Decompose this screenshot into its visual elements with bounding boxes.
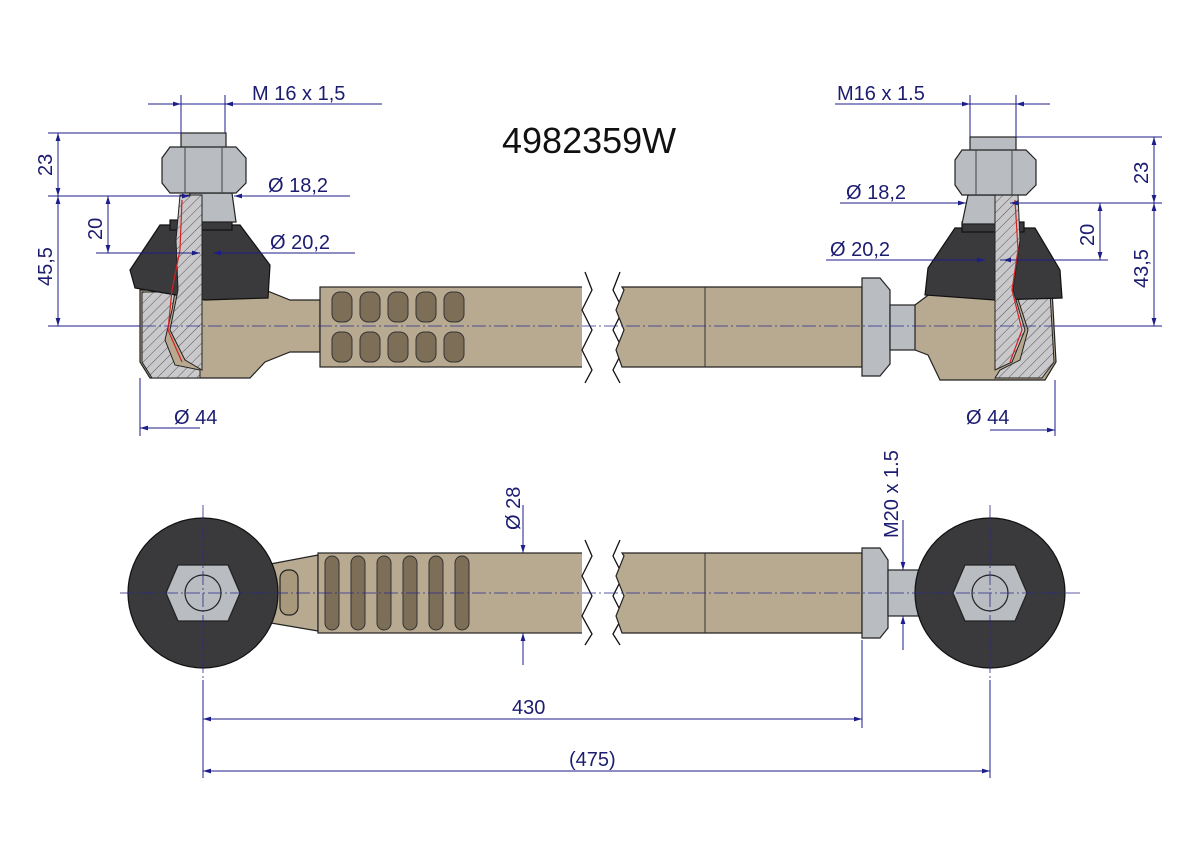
right-dia-upper-label: Ø 18,2 bbox=[846, 182, 906, 204]
right-tube bbox=[615, 277, 919, 377]
left-dia-upper-label: Ø 18,2 bbox=[268, 175, 328, 197]
length-overall-label: (475) bbox=[569, 749, 616, 771]
left-height-top-label: 23 bbox=[35, 154, 57, 176]
left-height-total-label: 45,5 bbox=[35, 247, 57, 286]
top-dimensions: M 16 x 1,5 23 45,5 20 Ø 18,2 Ø 20,2 Ø 44… bbox=[35, 83, 1162, 436]
top-view bbox=[120, 132, 1080, 385]
right-height-total-label: 43,5 bbox=[1131, 249, 1153, 288]
right-height-mid-label: 20 bbox=[1077, 224, 1099, 246]
left-thread-label: M 16 x 1,5 bbox=[252, 83, 345, 105]
tube-dia-label: Ø 28 bbox=[503, 487, 525, 530]
right-dia-lower-label: Ø 20,2 bbox=[830, 239, 890, 261]
right-housing-dia-label: Ø 44 bbox=[966, 407, 1009, 429]
left-dia-lower-label: Ø 20,2 bbox=[270, 232, 330, 254]
right-thread-label: M16 x 1.5 bbox=[837, 83, 925, 105]
length-centers-label: 430 bbox=[512, 697, 545, 719]
left-ball-joint bbox=[129, 132, 321, 379]
left-housing-dia-label: Ø 44 bbox=[174, 407, 217, 429]
right-height-top-label: 23 bbox=[1131, 162, 1153, 184]
bottom-view bbox=[120, 505, 1080, 680]
right-ball-joint bbox=[914, 136, 1063, 381]
part-number: 4982359W bbox=[502, 120, 676, 161]
adjust-thread-label: M20 x 1.5 bbox=[881, 450, 903, 538]
bottom-dimensions: Ø 28 M20 x 1.5 430 (475) bbox=[202, 450, 991, 778]
left-tube bbox=[319, 270, 624, 385]
left-height-mid-label: 20 bbox=[85, 218, 107, 240]
grip-grooves bbox=[331, 291, 465, 363]
